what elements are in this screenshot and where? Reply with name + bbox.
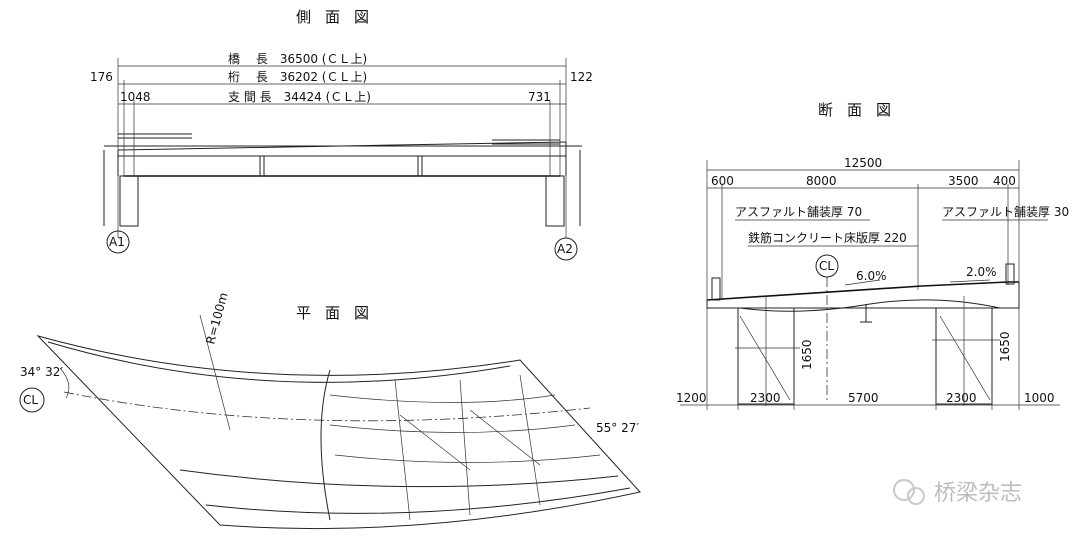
section-centerline-label: CL [819, 259, 834, 273]
rc-slab-label: 鉄筋コンクリート床版厚 220 [748, 230, 907, 245]
right-end-dim: 122 [570, 70, 593, 84]
right-bearing-dim: 731 [528, 90, 551, 104]
asphalt-left-label: アスファルト舗装厚 70 [735, 205, 862, 219]
total-width-dim: 12500 [844, 156, 882, 170]
angle-left-label: 34° 32′ [20, 365, 63, 379]
plan-view: 平面図 R=100m CL 34° 32′ 55° 27′ [19, 291, 641, 530]
wechat-icon [893, 479, 915, 501]
span-length-label: 支 間 長 34424 (ＣＬ上) [228, 90, 371, 104]
left-bearing-dim: 1048 [120, 90, 151, 104]
section-view: 断面図 12500 600 8000 3500 400 アスファルト舗装厚 70… [676, 101, 1069, 410]
dim-600: 600 [711, 174, 734, 188]
bottom-dim-5700: 5700 [848, 391, 879, 405]
abutment-a1-label: A1 [109, 235, 125, 249]
girder-length-label: 桁 長 36202 (ＣＬ上) [228, 70, 367, 84]
angle-right-label: 55° 27′ [596, 421, 639, 435]
plan-centerline-label: CL [23, 393, 38, 407]
side-view-title: 側面図 [296, 8, 383, 26]
abutment-a2-label: A2 [557, 242, 573, 256]
bottom-dim-2300-right: 2300 [946, 391, 977, 405]
bridge-length-label: 橋 長 36500 (ＣＬ上) [228, 52, 367, 66]
bottom-dim-1200: 1200 [676, 391, 707, 405]
radius-label: R=100m [203, 291, 230, 346]
height-left-dim: 1650 [800, 339, 814, 370]
left-end-dim: 176 [90, 70, 113, 84]
watermark: 桥梁杂志 [893, 479, 1022, 506]
bottom-dim-1000: 1000 [1024, 391, 1055, 405]
asphalt-right-label: アスファルト舗装厚 30 [942, 205, 1069, 219]
dim-3500: 3500 [948, 174, 979, 188]
height-right-dim: 1650 [998, 331, 1012, 362]
dim-400: 400 [993, 174, 1016, 188]
watermark-text: 桥梁杂志 [934, 481, 1022, 506]
plan-view-title: 平面図 [296, 304, 383, 322]
dim-8000: 8000 [806, 174, 837, 188]
section-view-title: 断面図 [818, 101, 905, 119]
slope-right-label: 2.0% [966, 265, 997, 279]
slope-left-label: 6.0% [856, 269, 887, 283]
side-view: 側面図 橋 長 36500 (ＣＬ上) 桁 長 36202 (ＣＬ上) 支 間 … [90, 8, 593, 261]
bottom-dim-2300-left: 2300 [750, 391, 781, 405]
